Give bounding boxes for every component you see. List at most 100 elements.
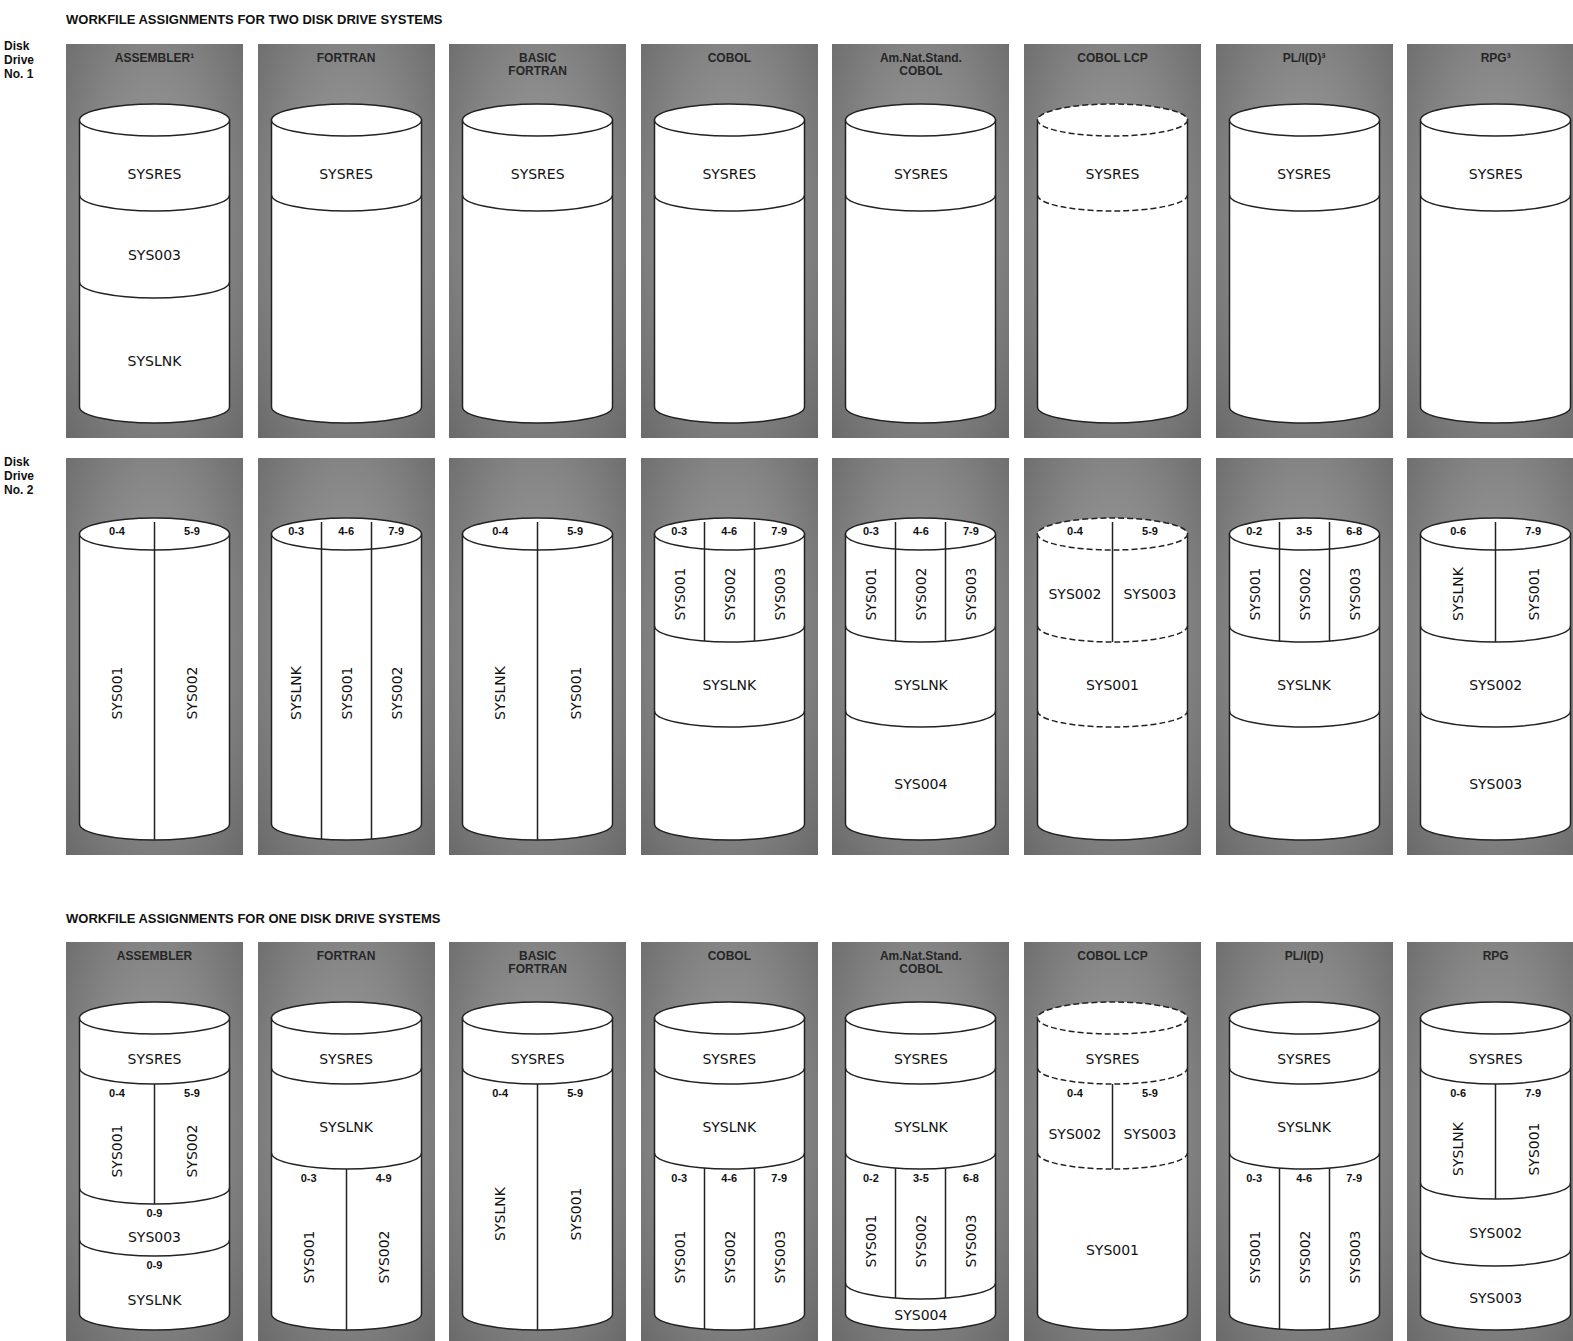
disk-cylinder [641,44,818,438]
name-holder: SYS002 [1038,1100,1113,1167]
band-separator [654,195,804,211]
workfile-area: 7-9SYS003 [754,524,804,640]
band-separator [1229,711,1379,727]
name-holder: SYS003 [80,213,230,296]
workfile-name: SYSRES [1469,1051,1523,1067]
name-holder: SYS002 [1038,548,1113,640]
workfile-area: SYSRES [654,138,804,209]
band-separator [1229,1153,1379,1169]
workfile-name: SYS001 [863,1214,879,1267]
workfile-area: SYSLNK [654,644,804,725]
workfile-area: 4-6SYS002 [1279,1171,1329,1328]
workfile-area: 7-9SYS002 [371,524,421,838]
name-holder: SYS001 [271,1185,346,1328]
cylinder-body [846,120,996,423]
workfile-area: SYSLNK [846,1086,996,1167]
band-separator [1421,1068,1571,1084]
band-separator [80,282,230,298]
language-panel: PL/I(D)³SYSRES [1216,44,1393,438]
language-panel: COBOLSYSRESSYSLNK0-3SYS0014-6SYS0027-9SY… [641,942,818,1341]
workfile-name: SYS003 [1123,586,1176,602]
workfile-area: SYSRES [463,1036,613,1082]
cylinder-body [654,120,804,423]
cylinder-body [271,120,421,423]
drive-panel: 0-4SYS0015-9SYS002 [66,458,243,855]
language-header: BASIC FORTRAN [493,52,582,78]
cylinder-body [1038,1018,1188,1330]
workfile-name: SYSRES [319,1051,373,1067]
band-separator [1038,1068,1188,1084]
workfile-name: SYSRES [1469,166,1523,182]
workfile-name: SYS003 [1469,776,1522,792]
workfile-name: SYS001 [567,666,583,719]
cylinder-top [846,518,996,550]
language-header: FORTRAN [317,950,376,963]
workfile-name: SYSLNK [702,677,756,693]
cylinder-top [846,104,996,136]
name-holder: SYS002 [371,548,421,838]
workfile-area: SYSLNK [654,1086,804,1167]
workfile-name: SYS003 [1469,1290,1522,1306]
workfile-name: SYSRES [702,166,756,182]
workfile-area: 0-4SYS002 [1038,1086,1113,1167]
track-range: 7-9 [1525,524,1541,538]
band-separator [846,626,996,642]
track-range: 0-4 [109,1086,125,1100]
workfile-name: SYSRES [894,166,948,182]
name-holder: SYS003 [946,1185,996,1297]
name-holder: SYSLNK [271,548,321,838]
track-range: 0-4 [1067,1086,1083,1100]
workfile-area: 5-9SYS003 [1113,524,1188,640]
workfile-name: SYSLNK [1277,1119,1331,1135]
column-divider [895,1168,897,1298]
cylinder-top [463,1002,613,1034]
language-header: RPG³ [1481,52,1511,65]
name-holder: SYS003 [1329,548,1379,640]
workfile-area: SYS004 [846,729,996,838]
disk-cylinder [1407,458,1573,855]
workfile-area: SYS002 [1421,1201,1571,1264]
name-holder: SYS001 [1038,644,1188,725]
workfile-area: 0-4SYSLNK [463,524,538,838]
track-range: 4-6 [721,1171,737,1185]
name-holder: SYSRES [654,138,804,209]
language-panel: BASIC FORTRANSYSRES0-4SYSLNK5-9SYS001 [449,942,626,1341]
cylinder-body [1421,120,1571,423]
band-separator [654,1068,804,1084]
workfile-name: SYS002 [184,666,200,719]
track-range: 0-3 [671,524,687,538]
track-range: 0-6 [1450,1086,1466,1100]
workfile-area: 5-9SYS001 [538,524,613,838]
workfile-area: SYS001 [1038,644,1188,725]
workfile-name: SYS001 [1086,677,1139,693]
name-holder: SYS001 [538,1100,613,1328]
band-separator [654,711,804,727]
workfile-area: SYS001 [1038,1171,1188,1328]
drive-panel: 0-4SYSLNK5-9SYS001 [449,458,626,855]
name-holder: SYS002 [1279,548,1329,640]
workfile-area: 4-6SYS002 [704,1171,754,1328]
disk-cylinder [1024,44,1201,438]
workfile-area: SYSRES [80,1036,230,1082]
track-range: 0-4 [109,524,125,538]
workfile-name: SYS002 [184,1124,200,1177]
name-holder: SYS003 [754,548,804,640]
name-holder: SYSRES [463,138,613,209]
cylinder-top [654,1002,804,1034]
workfile-name: SYSRES [128,166,182,182]
workfile-area: 4-9SYS002 [346,1171,421,1328]
cylinder-top [1229,104,1379,136]
workfile-name: SYSRES [702,1051,756,1067]
section-title: WORKFILE ASSIGNMENTS FOR ONE DISK DRIVE … [66,912,766,927]
workfile-area: 4-6SYS002 [704,524,754,640]
track-range: 6-8 [963,1171,979,1185]
band-separator [654,1153,804,1169]
language-panel: Am.Nat.Stand. COBOLSYSRESSYSLNK0-2SYS001… [832,942,1009,1341]
track-range: 4-9 [376,1171,392,1185]
name-holder: SYSRES [1421,138,1571,209]
workfile-area: SYSLNK [1229,1086,1379,1167]
workfile-name: SYS001 [301,1230,317,1283]
column-divider [1112,522,1114,642]
workfile-name: SYSRES [128,1051,182,1067]
workfile-area: SYSRES [846,138,996,209]
